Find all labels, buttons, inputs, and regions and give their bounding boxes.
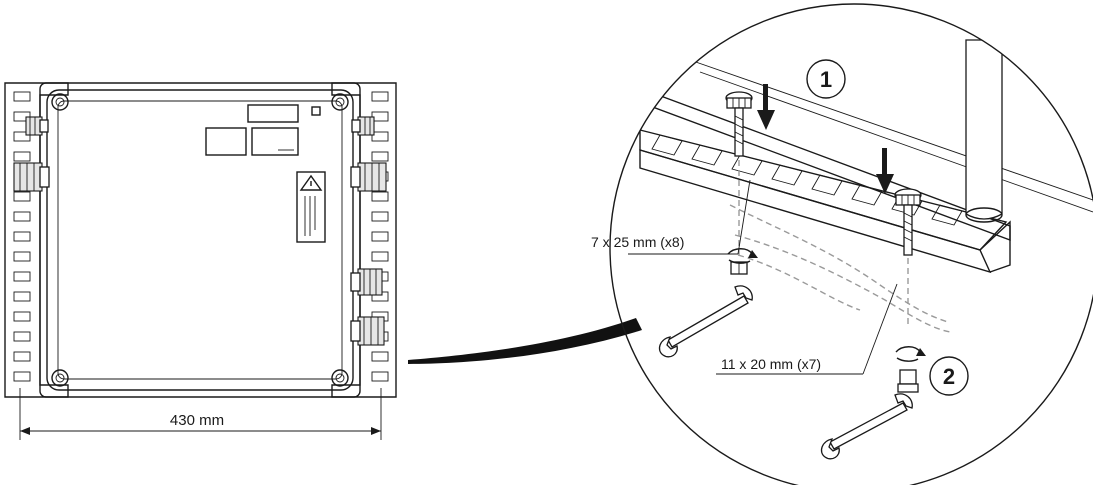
rail-slot <box>371 131 389 142</box>
rail-slot <box>371 371 389 382</box>
nut-callout: 11 x 20 mm (x7) <box>716 283 898 375</box>
rail-slot <box>371 251 389 262</box>
rail-slot <box>371 211 389 222</box>
screw-callout: 7 x 25 mm (x8) <box>591 179 751 255</box>
rail-slot <box>13 191 31 202</box>
corner-screw <box>51 93 69 111</box>
down-arrow-icon <box>876 148 894 194</box>
vertical-post <box>965 39 1003 223</box>
cable-gland-right-middle <box>350 268 383 296</box>
wrench-icon <box>658 285 753 358</box>
screw-2 <box>894 188 922 256</box>
rail-slot <box>13 151 31 162</box>
rail-slot <box>731 154 763 176</box>
rail-slot <box>651 134 683 156</box>
slotted-rail <box>639 129 1011 274</box>
step-2-number: 2 <box>943 364 955 389</box>
rail-slot <box>13 251 31 262</box>
detail-pointer <box>408 318 642 364</box>
rail-slot <box>13 231 31 242</box>
rail-slot <box>13 371 31 382</box>
step-1-number: 1 <box>820 67 832 92</box>
step-2-badge: 2 <box>929 356 969 396</box>
warning-sticker <box>296 171 326 243</box>
step-1-badge: 1 <box>806 59 846 99</box>
cable-gland-right-top <box>351 116 375 136</box>
corner-screw <box>331 93 349 111</box>
corner-screw <box>51 369 69 387</box>
rail-slot <box>13 211 31 222</box>
rail-slot <box>13 351 31 362</box>
detail-magnifier: 1 <box>591 3 1093 485</box>
wrench-icon <box>820 393 913 460</box>
enclosure-front-view: 430 mm <box>4 82 397 440</box>
rail-slot <box>13 131 31 142</box>
rail-slot <box>13 271 31 282</box>
screw-1 <box>725 91 753 157</box>
cable-gland-left-top <box>25 116 49 136</box>
rail-slot <box>771 164 803 186</box>
rail-slot <box>13 291 31 302</box>
nut-1 <box>730 160 748 275</box>
down-arrow-icon <box>757 84 775 130</box>
rail-slot <box>371 151 389 162</box>
label-plate <box>205 127 247 156</box>
left-rail-slots <box>13 91 31 382</box>
rotation-arrow-icon <box>727 248 758 264</box>
cable-gland-left-large <box>13 162 50 192</box>
hidden-bracket-outline <box>729 204 951 333</box>
enclosure-body <box>39 82 361 398</box>
rail-slot <box>851 184 883 206</box>
label-plate <box>251 127 299 156</box>
width-dimension-label: 430 mm <box>170 412 224 429</box>
corner-screw <box>331 369 349 387</box>
rail-slot <box>371 351 389 362</box>
width-dimension: 430 mm <box>19 388 382 440</box>
cable-gland-right-bottom <box>350 316 385 346</box>
warning-triangle-icon <box>299 174 323 191</box>
rail-slot <box>13 91 31 102</box>
nut-callout-label: 11 x 20 mm (x7) <box>721 356 821 372</box>
label-plate <box>247 104 299 123</box>
rotation-arrow-icon <box>895 346 926 362</box>
screw-callout-label: 7 x 25 mm (x8) <box>591 234 684 250</box>
rail-slot <box>371 191 389 202</box>
rail-slot <box>13 331 31 342</box>
rail-slot <box>371 231 389 242</box>
rail-slot <box>811 174 843 196</box>
rail-slot <box>691 144 723 166</box>
rail-slot <box>13 311 31 322</box>
nut-2 <box>897 258 919 393</box>
rail-slot <box>371 91 389 102</box>
cable-gland-right-large <box>350 162 387 192</box>
rail-slot <box>931 204 963 226</box>
small-square-mark <box>311 106 321 116</box>
